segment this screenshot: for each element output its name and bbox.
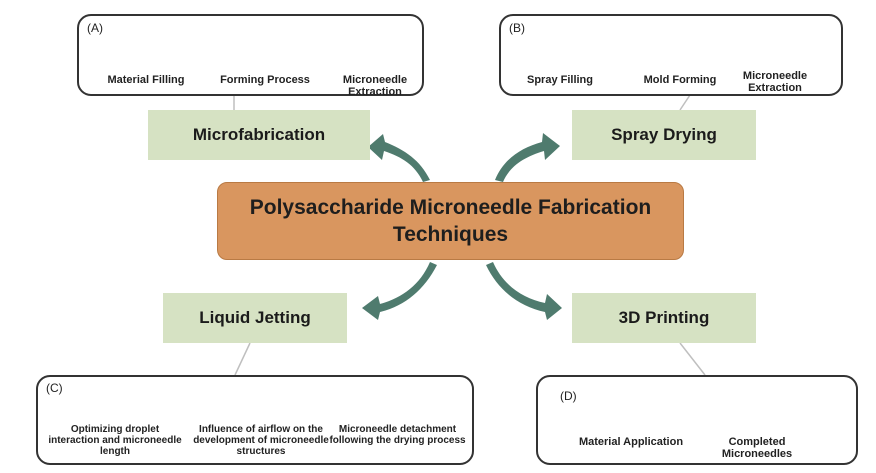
panel-c-step-airflow: Influence of airflow on the development … bbox=[193, 424, 329, 457]
panel-c: (C) bbox=[36, 375, 474, 465]
panel-a: (A) bbox=[77, 14, 424, 96]
panel-b-step-extraction: Microneedle Extraction bbox=[742, 70, 808, 94]
panel-d-letter: (D) bbox=[560, 389, 577, 403]
center-title-box: Polysaccharide Microneedle Fabrication T… bbox=[217, 182, 684, 260]
panel-c-step-detachment: Microneedle detachment following the dry… bbox=[329, 424, 466, 446]
panel-c-letter: (C) bbox=[46, 381, 63, 395]
panel-d-step-completed: Completed Microneedles bbox=[721, 436, 793, 460]
panel-a-step-material-filling: Material Filling bbox=[107, 74, 185, 86]
panel-b-letter: (B) bbox=[509, 21, 525, 35]
center-title-line-2: Techniques bbox=[392, 223, 509, 246]
panel-a-step-extraction: Microneedle Extraction bbox=[342, 74, 408, 98]
connector-line-c bbox=[234, 342, 251, 376]
arrow-to-3d-printing bbox=[486, 262, 562, 320]
arrow-to-microfabrication bbox=[368, 134, 430, 182]
arrow-to-spray-drying bbox=[495, 133, 560, 182]
panel-a-letter: (A) bbox=[87, 21, 103, 35]
panel-b-step-mold-forming: Mold Forming bbox=[643, 74, 717, 86]
center-title-line-1: Polysaccharide Microneedle Fabrication bbox=[249, 196, 652, 219]
connector-line-b bbox=[679, 94, 691, 111]
panel-a-step-forming-process: Forming Process bbox=[220, 74, 310, 86]
panel-b-step-spray-filling: Spray Filling bbox=[526, 74, 593, 86]
label-liquid-jetting: Liquid Jetting bbox=[163, 293, 347, 343]
panel-b: (B) bbox=[499, 14, 843, 96]
panel-d-step-material-application: Material Application bbox=[578, 436, 684, 448]
arrow-to-liquid-jetting bbox=[362, 262, 437, 320]
label-spray-drying: Spray Drying bbox=[572, 110, 756, 160]
label-3d-printing: 3D Printing bbox=[572, 293, 756, 343]
panel-d: (D) bbox=[536, 375, 858, 465]
label-microfabrication: Microfabrication bbox=[148, 110, 370, 160]
connector-line-d bbox=[679, 342, 706, 376]
panel-c-step-droplet: Optimizing droplet interaction and micro… bbox=[48, 424, 182, 457]
